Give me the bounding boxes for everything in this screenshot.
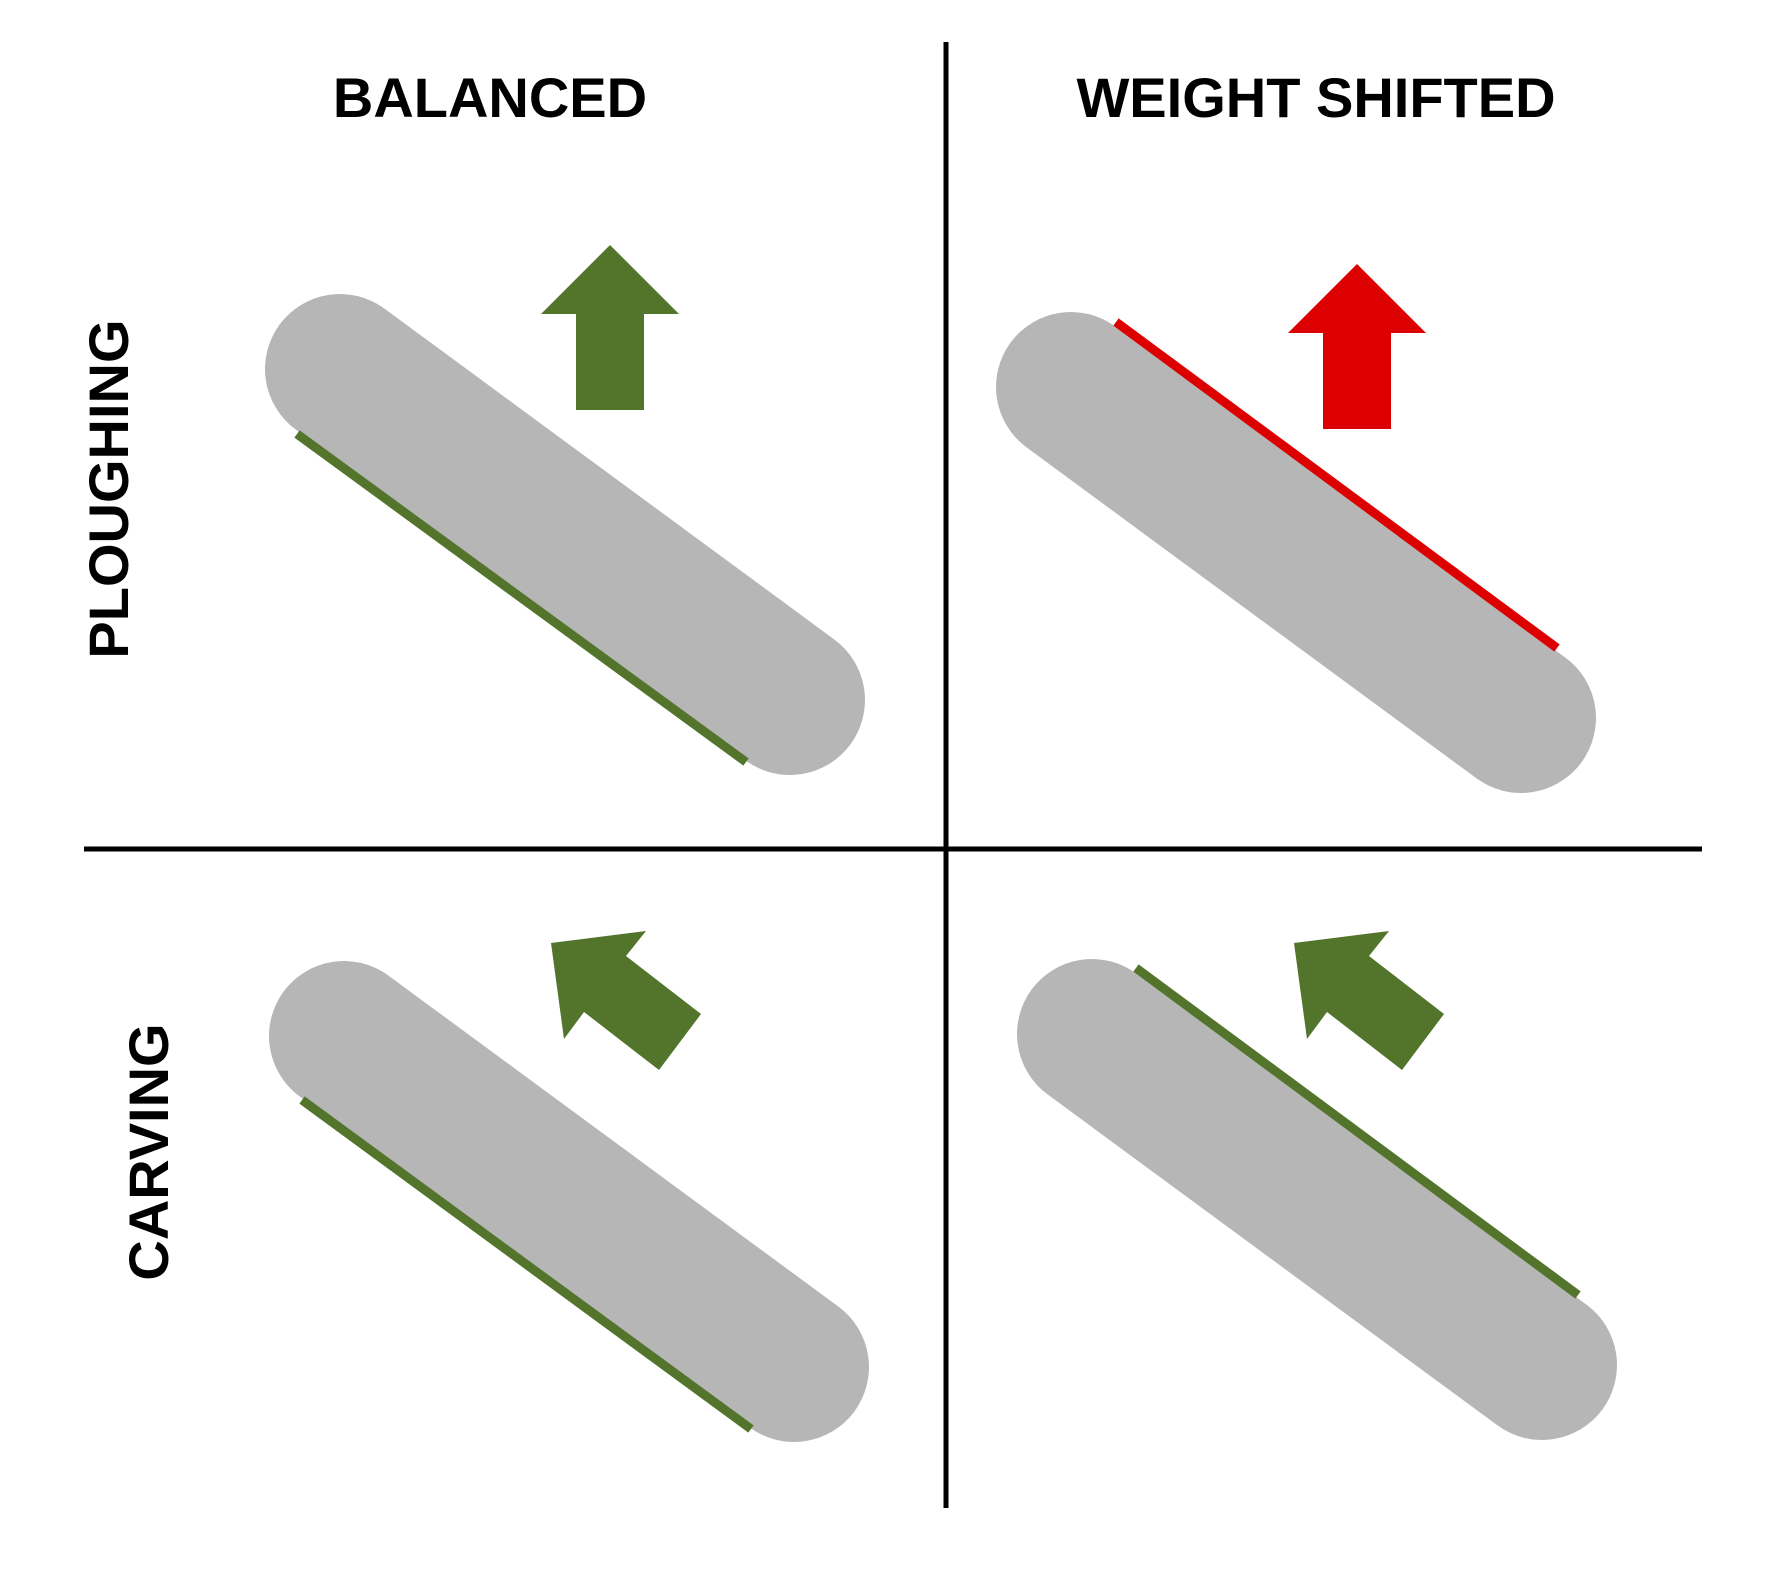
arrow-up-left-icon: [551, 931, 701, 1070]
ski: [265, 294, 865, 775]
panel-carving-balanced: [269, 931, 869, 1442]
panel-ploughing-weight-shifted: [996, 264, 1596, 793]
column-heading-balanced: BALANCED: [333, 66, 647, 129]
ski-edge: [1113, 318, 1560, 652]
row-heading-ploughing: PLOUGHING: [77, 319, 140, 658]
ski-edge: [294, 430, 749, 766]
ski-edge: [1133, 964, 1581, 1299]
ski: [996, 312, 1596, 793]
arrow-up-icon: [1288, 264, 1426, 429]
ski: [1017, 959, 1617, 1440]
ski: [269, 961, 869, 1442]
arrow-up-icon: [541, 245, 679, 410]
column-heading-weight-shifted: WEIGHT SHIFTED: [1076, 66, 1555, 129]
panel-ploughing-balanced: [265, 245, 865, 775]
panel-carving-weight-shifted: [1017, 931, 1617, 1440]
row-heading-carving: CARVING: [117, 1023, 180, 1280]
ski-edge: [299, 1096, 754, 1433]
arrow-up-left-icon: [1294, 931, 1444, 1070]
